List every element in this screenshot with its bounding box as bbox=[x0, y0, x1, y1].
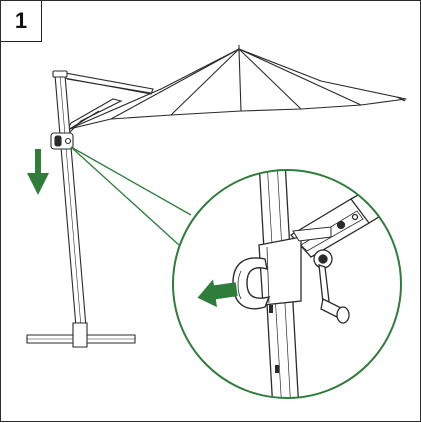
magnified-detail bbox=[172, 169, 402, 399]
umbrella-arm bbox=[57, 72, 154, 142]
detail-slider-housing bbox=[258, 226, 332, 306]
umbrella-canopy bbox=[68, 45, 407, 130]
mast-slider-housing bbox=[50, 132, 74, 150]
umbrella-base bbox=[26, 322, 136, 348]
callout-leader-lines bbox=[70, 146, 192, 246]
step-number: 1 bbox=[14, 8, 28, 33]
detail-release-lever[interactable] bbox=[232, 257, 271, 310]
left-arrow-icon bbox=[197, 279, 238, 308]
detail-crank-handle bbox=[313, 249, 350, 324]
down-arrow-icon bbox=[27, 149, 49, 195]
step-number-badge: 1 bbox=[1, 1, 42, 42]
umbrella-mast bbox=[52, 70, 88, 340]
